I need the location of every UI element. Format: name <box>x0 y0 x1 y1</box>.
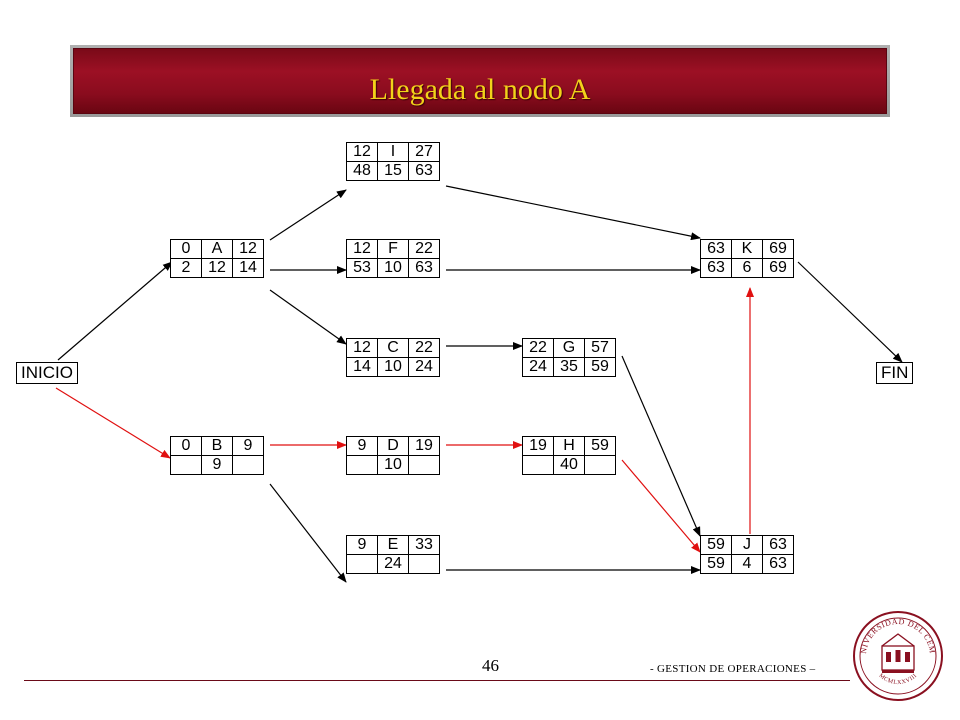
node-cell: 59 <box>584 357 616 377</box>
inicio-node: INICIO <box>16 362 78 384</box>
node-cell: 59 <box>584 436 616 456</box>
node-cell: 33 <box>408 535 440 555</box>
course-name: - GESTION DE OPERACIONES – <box>650 663 816 675</box>
node-cell: 19 <box>522 436 554 456</box>
node-cell: J <box>731 535 763 555</box>
page-number: 46 <box>482 656 499 675</box>
node-cell: K <box>731 239 763 259</box>
title-banner-fill <box>73 48 887 114</box>
node-cell: 35 <box>553 357 585 377</box>
node-cell <box>232 455 264 475</box>
node-cell: 10 <box>377 357 409 377</box>
node-cell: G <box>553 338 585 358</box>
node-cell: 12 <box>346 239 378 259</box>
node-cell: 63 <box>700 239 732 259</box>
arrow-inicio-a <box>57 261 173 361</box>
node-cell: 14 <box>346 357 378 377</box>
node-cell: C <box>377 338 409 358</box>
fin-node: FIN <box>876 362 914 384</box>
node-cell <box>522 455 554 475</box>
node-cell: 10 <box>377 455 409 475</box>
arrow-g-j <box>621 355 701 537</box>
node-cell: 24 <box>522 357 554 377</box>
node-cell: 12 <box>346 338 378 358</box>
page-title: Llegada al nodo A <box>369 73 591 106</box>
node-cell: I <box>377 142 409 162</box>
node-cell: 9 <box>346 535 378 555</box>
node-cell: 63 <box>408 161 440 181</box>
node-cell: 12 <box>346 142 378 162</box>
node-cell: 63 <box>700 258 732 278</box>
node-cell: 59 <box>700 554 732 574</box>
node-cell: 9 <box>201 455 233 475</box>
node-cell: 40 <box>553 455 585 475</box>
arrow-i-k <box>445 185 701 241</box>
critical-arrow-inicio-b <box>55 387 171 459</box>
node-cell: 12 <box>232 239 264 259</box>
node-cell: A <box>201 239 233 259</box>
node-cell: 2 <box>170 258 202 278</box>
node-cell <box>408 554 440 574</box>
node-cell: D <box>377 436 409 456</box>
node-cell: 22 <box>408 338 440 358</box>
node-cell: 63 <box>762 554 794 574</box>
node-cell: 24 <box>408 357 440 377</box>
node-cell: 15 <box>377 161 409 181</box>
arrow-k-fin <box>797 261 903 363</box>
node-cell: 0 <box>170 436 202 456</box>
node-cell: 69 <box>762 239 794 259</box>
node-cell <box>584 455 616 475</box>
node-cell: H <box>553 436 585 456</box>
node-cell: 63 <box>762 535 794 555</box>
node-cell: 12 <box>201 258 233 278</box>
node-cell: 59 <box>700 535 732 555</box>
node-cell <box>408 455 440 475</box>
university-seal-logo: UNIVERSIDAD DEL CEMA MCMLXXVIII <box>852 610 943 701</box>
node-cell: 63 <box>408 258 440 278</box>
node-cell: 22 <box>408 239 440 259</box>
footer-divider <box>24 680 850 681</box>
node-cell <box>346 554 378 574</box>
arrow-a-i <box>269 189 347 241</box>
arrow-b-e <box>269 483 347 583</box>
node-cell: 22 <box>522 338 554 358</box>
node-cell: 0 <box>170 239 202 259</box>
node-cell: B <box>201 436 233 456</box>
node-cell: 27 <box>408 142 440 162</box>
node-cell: 9 <box>232 436 264 456</box>
node-cell: F <box>377 239 409 259</box>
node-cell: 10 <box>377 258 409 278</box>
node-cell: 69 <box>762 258 794 278</box>
title-banner: Llegada al nodo A <box>70 45 890 117</box>
node-cell: 19 <box>408 436 440 456</box>
node-cell: 48 <box>346 161 378 181</box>
node-cell: E <box>377 535 409 555</box>
critical-arrow-h-j <box>621 459 701 553</box>
arrow-a-c <box>269 289 347 345</box>
node-cell: 4 <box>731 554 763 574</box>
node-cell: 9 <box>346 436 378 456</box>
node-cell: 6 <box>731 258 763 278</box>
node-cell: 53 <box>346 258 378 278</box>
node-cell: 57 <box>584 338 616 358</box>
node-cell: 14 <box>232 258 264 278</box>
node-cell <box>346 455 378 475</box>
node-cell: 24 <box>377 554 409 574</box>
node-cell <box>170 455 202 475</box>
